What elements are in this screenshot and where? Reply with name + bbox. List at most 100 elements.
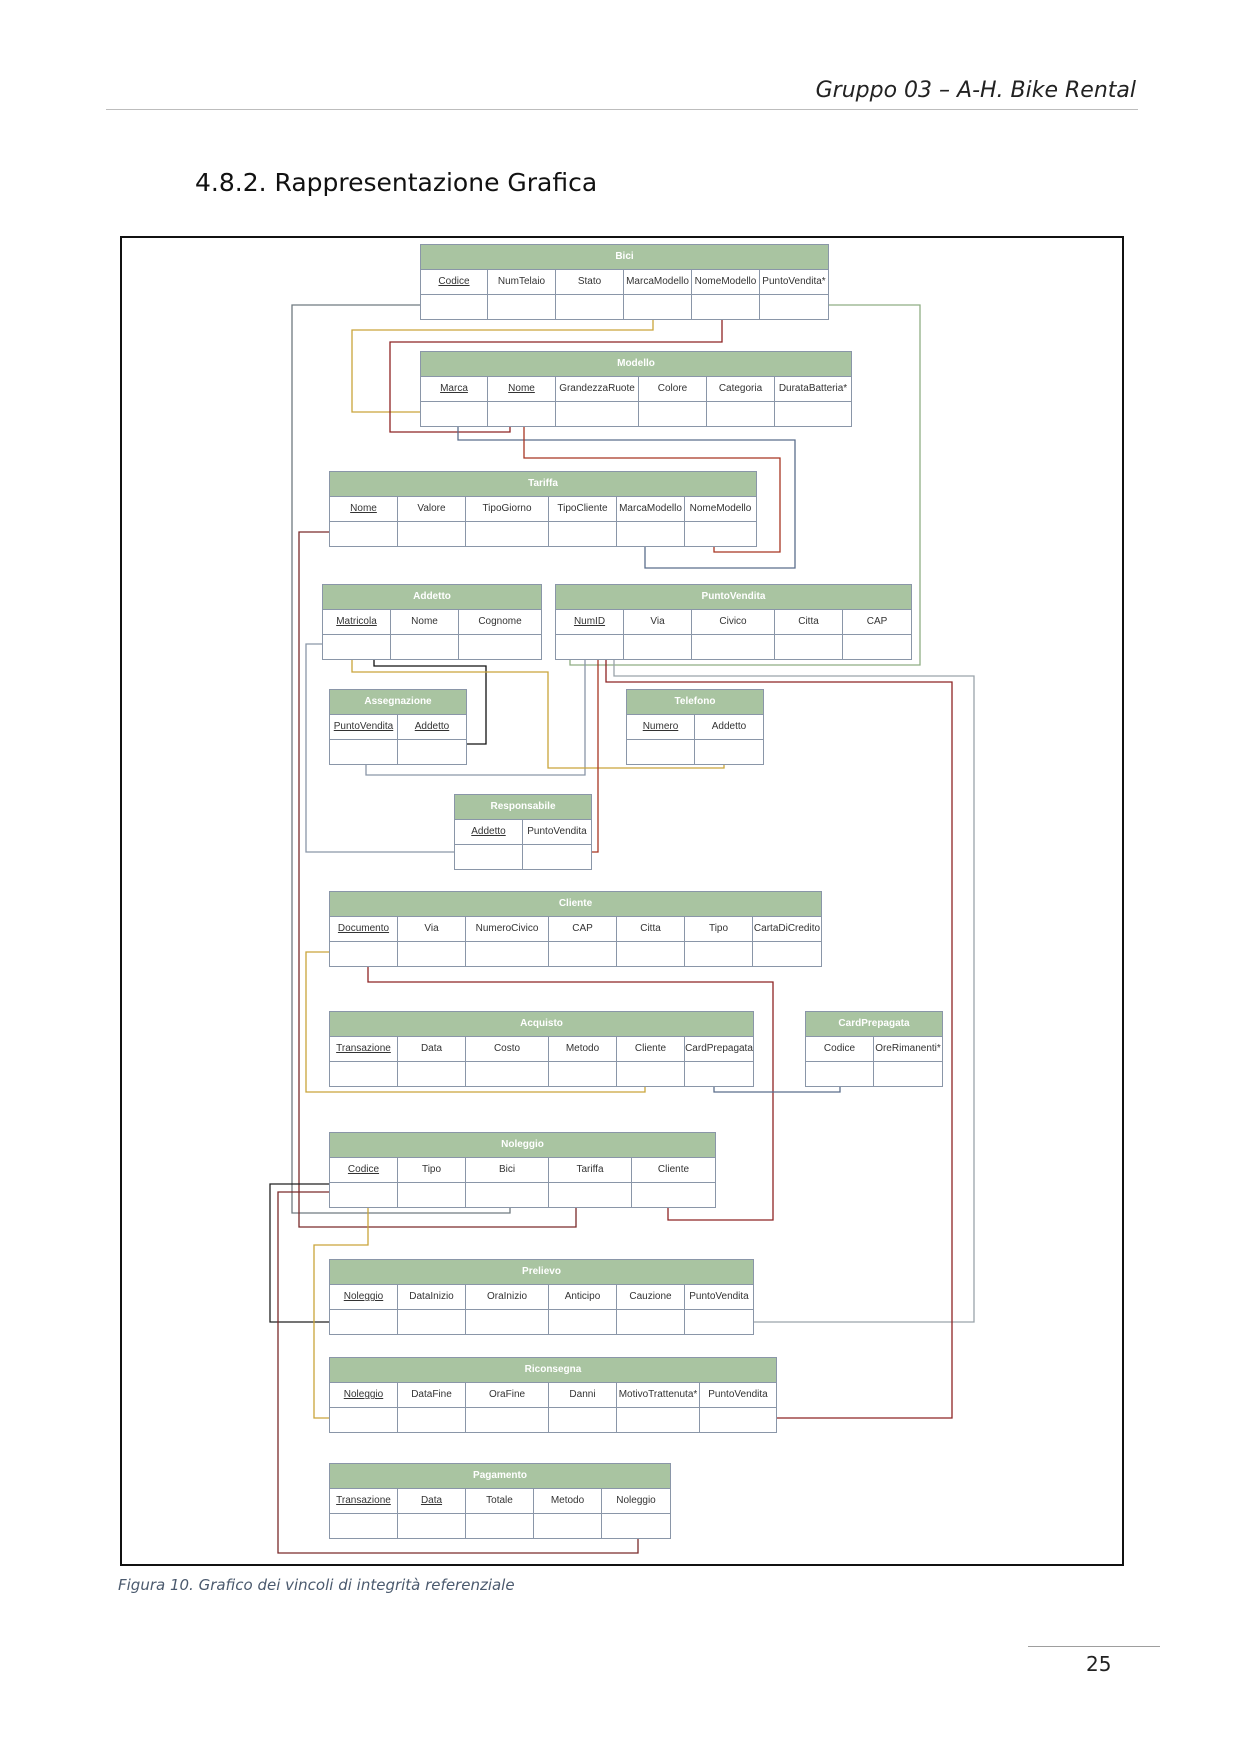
column-label: Colore — [657, 383, 688, 394]
column-label: Anticipo — [564, 1291, 601, 1302]
empty-cell — [617, 1310, 685, 1334]
column-label: Categoria — [718, 383, 763, 394]
empty-cell — [549, 942, 617, 966]
table-empty-row — [330, 740, 466, 764]
column-label: Cliente — [634, 1043, 667, 1054]
empty-cell — [843, 635, 911, 659]
column-label: Via — [650, 616, 665, 627]
connector-assegnazione-addetto — [373, 652, 487, 745]
column-label: OreRimanenti* — [875, 1043, 941, 1054]
column-header: NumeroCivico — [466, 917, 549, 941]
column-label: Cauzione — [629, 1291, 672, 1302]
table-empty-row — [330, 1183, 715, 1207]
column-header: Cauzione — [617, 1285, 685, 1309]
table-title: Riconsegna — [330, 1358, 776, 1383]
empty-cell — [753, 942, 821, 966]
column-header: GrandezzaRuote — [556, 377, 639, 401]
column-label: Totale — [486, 1495, 513, 1506]
column-label: Matricola — [336, 616, 377, 627]
column-header: Matricola — [323, 610, 391, 634]
empty-cell — [330, 1183, 398, 1207]
connector-responsabile-addetto — [305, 643, 464, 853]
page-header: Gruppo 03 – A-H. Bike Rental — [815, 78, 1136, 103]
footer-rule — [1028, 1646, 1160, 1647]
column-label: Noleggio — [616, 1495, 656, 1506]
column-label: TipoGiorno — [482, 503, 532, 514]
column-label: Citta — [640, 923, 661, 934]
empty-cell — [617, 1062, 685, 1086]
column-label: GrandezzaRuote — [559, 383, 635, 394]
table-empty-row — [330, 1408, 776, 1432]
column-label: Noleggio — [343, 1291, 384, 1302]
empty-cell — [398, 942, 466, 966]
table-title: Responsabile — [455, 795, 591, 820]
table-empty-row — [421, 402, 851, 426]
column-label: CAP — [866, 616, 888, 627]
column-header: Tipo — [685, 917, 753, 941]
table-empty-row — [556, 635, 911, 659]
empty-cell — [466, 942, 549, 966]
column-header: Codice — [421, 270, 488, 294]
column-header: TipoCliente — [549, 497, 617, 521]
column-header: Data — [398, 1489, 466, 1513]
empty-cell — [874, 1062, 942, 1086]
column-header: Numero — [627, 715, 695, 739]
empty-cell — [488, 295, 556, 319]
column-header: NumTelaio — [488, 270, 556, 294]
empty-cell — [466, 522, 549, 546]
empty-cell — [549, 1310, 617, 1334]
empty-cell — [556, 295, 624, 319]
column-label: Tipo — [708, 923, 729, 934]
empty-cell — [624, 635, 692, 659]
empty-cell — [398, 1514, 466, 1538]
column-label: DurataBatteria* — [778, 383, 848, 394]
column-label: Codice — [347, 1164, 380, 1175]
page-number: 25 — [1086, 1652, 1112, 1676]
column-header: Data — [398, 1037, 466, 1061]
empty-cell — [398, 522, 466, 546]
empty-cell — [549, 522, 617, 546]
column-label: Codice — [823, 1043, 856, 1054]
column-label: Nome — [508, 383, 535, 394]
empty-cell — [692, 635, 775, 659]
empty-cell — [398, 1408, 466, 1432]
column-header: Anticipo — [549, 1285, 617, 1309]
empty-cell — [421, 295, 488, 319]
connector-noleggio-cliente — [367, 962, 774, 1221]
empty-cell — [398, 740, 466, 764]
column-header: Cliente — [632, 1158, 715, 1182]
column-header: Noleggio — [330, 1383, 398, 1407]
column-label: CardPrepagata — [685, 1043, 753, 1054]
empty-cell — [556, 635, 624, 659]
empty-cell — [455, 845, 523, 869]
column-label: Cognome — [478, 616, 522, 627]
empty-cell — [685, 1310, 753, 1334]
empty-cell — [330, 1310, 398, 1334]
column-header: Nome — [488, 377, 556, 401]
empty-cell — [624, 295, 692, 319]
table-header-row: Codice OreRimanenti* — [806, 1037, 942, 1062]
column-header: Cliente — [617, 1037, 685, 1061]
column-label: Transazione — [336, 1495, 391, 1506]
column-header: Danni — [549, 1383, 617, 1407]
column-header: Transazione — [330, 1489, 398, 1513]
column-header: OraInizio — [466, 1285, 549, 1309]
column-header: CAP — [549, 917, 617, 941]
column-label: Tariffa — [576, 1164, 604, 1175]
table-title: Addetto — [323, 585, 541, 610]
column-header: Costo — [466, 1037, 549, 1061]
column-header: Noleggio — [602, 1489, 670, 1513]
table-title: PuntoVendita — [556, 585, 911, 610]
empty-cell — [685, 522, 756, 546]
column-label: PuntoVendita — [333, 721, 394, 732]
empty-cell — [330, 1062, 398, 1086]
